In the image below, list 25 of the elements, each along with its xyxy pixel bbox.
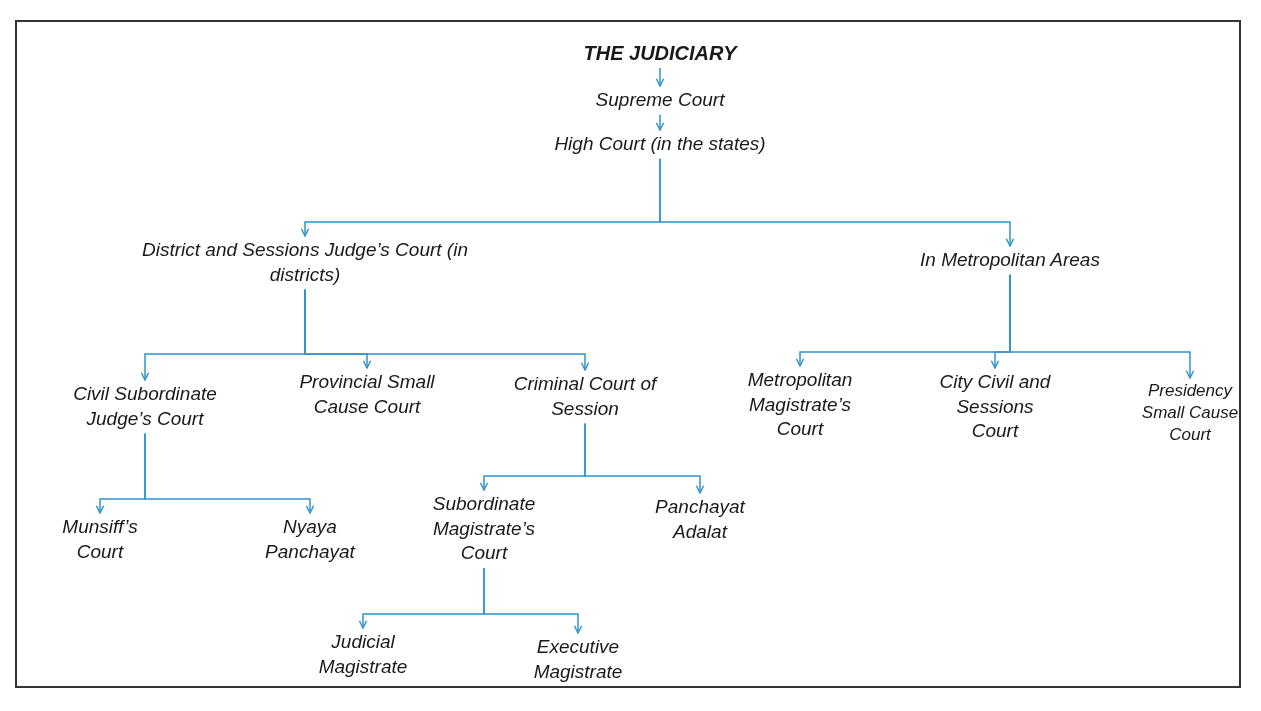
court-label: Civil Subordinate Judge’s Court <box>70 382 220 432</box>
court-label: District and Sessions Judge’s Court (in districts) <box>120 238 490 288</box>
court-label: Executive Magistrate <box>508 635 648 685</box>
court-label: City Civil and Sessions Court <box>935 370 1055 445</box>
connector-arrow <box>659 157 1015 247</box>
connector-arrow <box>144 432 315 514</box>
court-label: Provincial Small Cause Court <box>282 370 452 420</box>
connector-arrow <box>1009 273 1195 379</box>
connector-arrow <box>655 113 665 131</box>
court-label: Panchayat Adalat <box>635 495 765 545</box>
connector-arrow <box>655 67 665 87</box>
court-label: Nyaya Panchayat <box>245 515 375 565</box>
court-label: Criminal Court of Session <box>505 372 665 422</box>
court-label: Supreme Court <box>560 88 760 113</box>
connector-arrow <box>584 422 705 494</box>
court-label: Metropolitan Magistrate’s Court <box>730 368 870 443</box>
chart-heading: THE JUDICIARY <box>510 40 810 66</box>
court-label: Presidency Small Cause Court <box>1140 380 1240 447</box>
connector-arrow <box>304 288 590 371</box>
court-label: High Court (in the states) <box>510 132 810 157</box>
court-label: In Metropolitan Areas <box>860 248 1160 273</box>
court-label: Subordinate Magistrate’s Court <box>409 492 559 567</box>
court-label: Judicial Magistrate <box>293 630 433 680</box>
connector-arrow <box>483 567 583 634</box>
court-label: Munsiff’s Court <box>45 515 155 565</box>
